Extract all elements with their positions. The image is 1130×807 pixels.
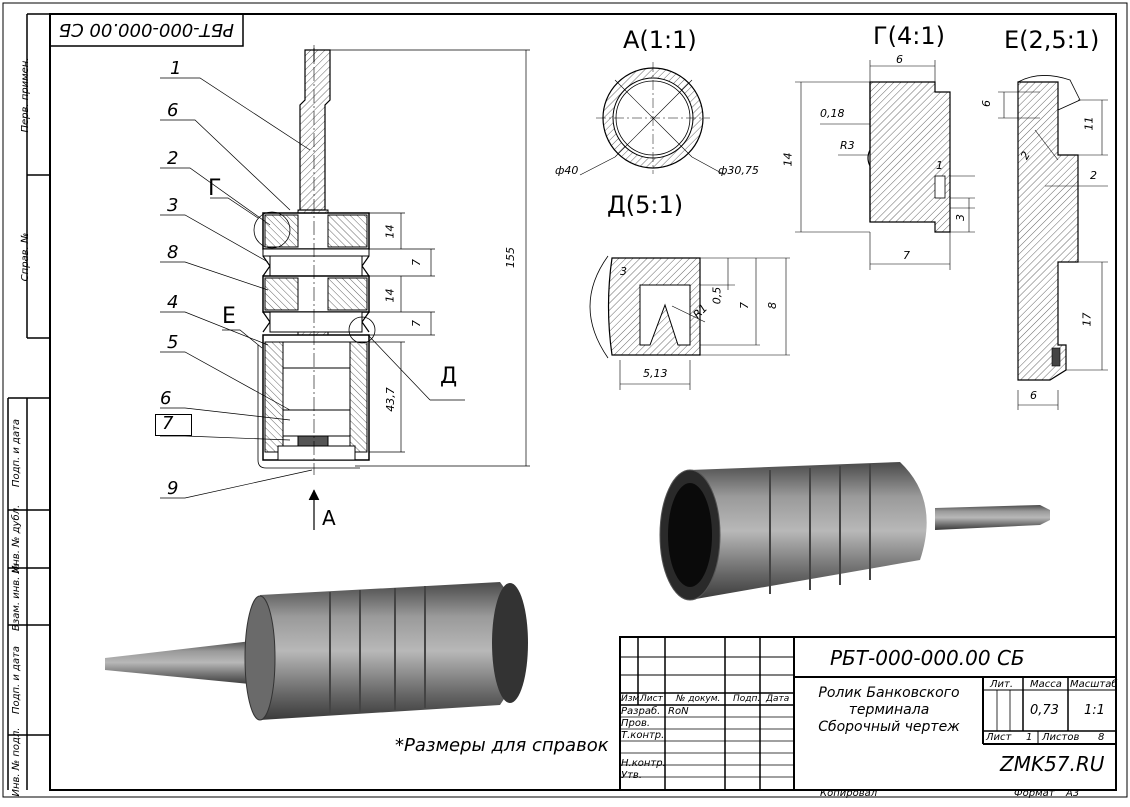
- tb-utv: Утв.: [621, 770, 642, 781]
- dim-14b: 14: [383, 288, 397, 303]
- view-g-r3: R3: [840, 139, 855, 152]
- tb-name-3: Сборочный чертеж: [818, 719, 960, 735]
- strip-podp-data-2: Подп. и дата: [11, 645, 22, 715]
- tb-name-2: терминала: [848, 702, 930, 718]
- strip-inv-podl: Инв. № подл.: [11, 727, 22, 797]
- strip-sprav-no: Справ. №: [20, 232, 31, 282]
- view-a-drawing: [579, 62, 726, 176]
- position-1: 1: [170, 58, 182, 79]
- position-5: 5: [167, 332, 179, 353]
- tb-razrab: Разраб.: [621, 706, 661, 717]
- leader-lines: [160, 77, 465, 530]
- view-d-dim513: 5,13: [643, 367, 668, 380]
- tb-podp: Подп.: [733, 694, 761, 704]
- tb-razrab-name: RoN: [668, 706, 689, 717]
- view-letter-a: А: [322, 506, 336, 530]
- tb-format-label: Формат: [1014, 788, 1055, 799]
- strip-podp-data-1: Подп. и дата: [11, 418, 22, 488]
- inner-frame: [49, 13, 1117, 791]
- reference-note: *Размеры для справок: [395, 735, 609, 756]
- render-left: [105, 582, 528, 721]
- render-right: [659, 462, 1050, 601]
- position-3: 3: [167, 195, 179, 216]
- dim-155: 155: [504, 247, 517, 268]
- view-e-drawing: [998, 75, 1108, 410]
- view-d-dim7: 7: [738, 302, 751, 309]
- position-8: 8: [167, 242, 179, 263]
- view-g-dim1: 1: [936, 159, 943, 172]
- view-d-dim05: 0,5: [710, 286, 724, 305]
- view-letter-e: Е: [222, 304, 236, 329]
- tb-tkontr: Т.контр.: [621, 730, 665, 741]
- tb-data: Дата: [766, 694, 790, 704]
- tb-prov: Пров.: [621, 718, 651, 729]
- position-6b: 6: [160, 388, 172, 409]
- view-g-dim6: 6: [896, 53, 903, 66]
- side-strip: [7, 13, 50, 790]
- tb-lit: Лит.: [990, 679, 1014, 690]
- dim-7b: 7: [410, 320, 423, 327]
- view-a-title: А(1:1): [623, 26, 697, 54]
- position-4: 4: [167, 292, 179, 313]
- tb-list: Лист: [640, 694, 663, 704]
- view-a-d40: ф40: [555, 164, 579, 177]
- title-designation: РБТ-000-000.00 СБ: [830, 646, 1025, 670]
- view-e-dim6: 6: [980, 100, 993, 107]
- tb-sheet-label: Лист: [986, 732, 1012, 743]
- view-g-dim14: 14: [781, 152, 795, 167]
- view-g-dim3: 3: [954, 214, 967, 221]
- mirrored-designation: РБТ-000-000.00 СБ: [58, 19, 234, 40]
- view-e-dim17: 17: [1080, 312, 1094, 327]
- view-e-dim2b: 2: [1090, 169, 1097, 182]
- tb-scale-value: 1:1: [1084, 703, 1105, 718]
- view-g-title: Г(4:1): [873, 22, 945, 50]
- view-e-dim11: 11: [1082, 116, 1096, 131]
- view-d-dim3: 3: [620, 265, 627, 278]
- position-6a: 6: [167, 100, 179, 121]
- tb-massa: Масса: [1030, 679, 1062, 690]
- strip-perv-primen: Перв. примен.: [20, 57, 31, 133]
- view-d-dim8: 8: [766, 302, 779, 309]
- dim-43-7: 43,7: [383, 387, 397, 412]
- main-dimensions: [330, 49, 530, 467]
- tb-mass-value: 0,73: [1030, 703, 1059, 718]
- view-g-drawing: [795, 60, 975, 270]
- tb-kopiroval: Копировал: [820, 788, 878, 799]
- dim-7a: 7: [410, 259, 423, 266]
- position-7: 7: [155, 414, 193, 436]
- tb-izm: Изм.: [621, 694, 643, 704]
- view-letter-d: Д: [440, 364, 458, 389]
- view-g-dim018: 0,18: [820, 107, 845, 120]
- tb-sheets-value: 8: [1098, 732, 1105, 743]
- title-block-grid: [619, 636, 1117, 791]
- main-section: [253, 45, 376, 475]
- position-9: 9: [167, 478, 179, 499]
- view-e-title: Е(2,5:1): [1004, 26, 1100, 54]
- tb-org: ZMK57.RU: [1000, 752, 1105, 776]
- dim-14a: 14: [383, 224, 397, 239]
- view-d-drawing: [589, 255, 790, 390]
- position-2: 2: [167, 148, 179, 169]
- tb-nkontr: Н.контр.: [621, 758, 666, 769]
- tb-sheets-label: Листов: [1042, 732, 1080, 743]
- view-g-dim7: 7: [903, 249, 910, 262]
- view-e-dim6b: 6: [1030, 389, 1037, 402]
- view-a-d3075: ф30,75: [718, 164, 759, 177]
- tb-format-value: А3: [1066, 788, 1080, 799]
- view-d-title: Д(5:1): [607, 191, 684, 219]
- tb-masshtab: Масштаб: [1070, 679, 1118, 690]
- tb-dokum: № докум.: [676, 694, 721, 704]
- tb-sheet-value: 1: [1026, 732, 1033, 743]
- strip-vzam-inv: Взам. инв. №: [11, 563, 22, 631]
- view-letter-g: Г: [208, 176, 222, 201]
- tb-name-1: Ролик Банковского: [818, 685, 960, 701]
